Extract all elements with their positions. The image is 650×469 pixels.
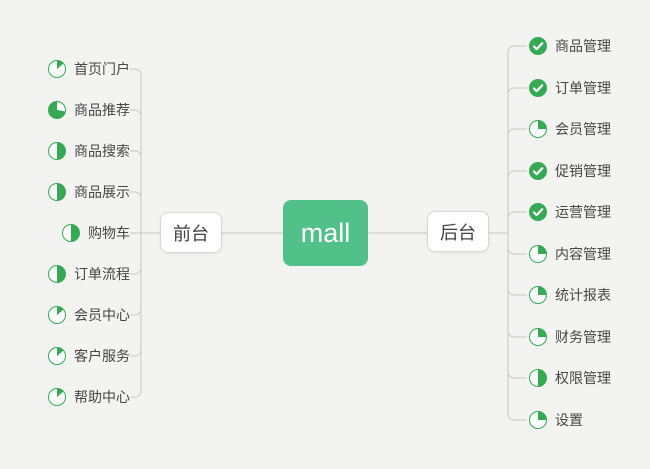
topic-item-left-3[interactable]: 商品展示 — [48, 180, 130, 204]
progress-1-2-icon — [48, 183, 66, 201]
progress-1-4-icon — [529, 328, 547, 346]
progress-1-4-icon — [529, 245, 547, 263]
topic-item-right-7[interactable]: 财务管理 — [529, 325, 611, 349]
topic-item-right-5[interactable]: 内容管理 — [529, 242, 611, 266]
topic-label: 统计报表 — [555, 287, 611, 303]
topic-label: 财务管理 — [555, 329, 611, 345]
central-topic-mall[interactable]: mall — [283, 200, 368, 266]
topic-item-right-2[interactable]: 会员管理 — [529, 117, 611, 141]
central-topic-label: mall — [300, 217, 351, 248]
topic-item-left-6[interactable]: 会员中心 — [48, 303, 130, 327]
topic-label: 设置 — [555, 412, 583, 428]
progress-1-4-icon — [529, 411, 547, 429]
topic-label: 内容管理 — [555, 246, 611, 262]
topic-item-right-9[interactable]: 设置 — [529, 408, 583, 432]
topic-item-right-0[interactable]: 商品管理 — [529, 34, 611, 58]
progress-1-8-icon — [48, 388, 66, 406]
check-icon — [529, 203, 547, 221]
progress-1-8-icon — [48, 306, 66, 324]
progress-1-2-icon — [48, 142, 66, 160]
progress-3-4-icon — [48, 101, 66, 119]
topic-label: 帮助中心 — [74, 389, 130, 405]
topic-label: 首页门户 — [74, 61, 130, 77]
branch-label-frontend: 前台 — [173, 223, 209, 244]
topic-label: 购物车 — [88, 225, 130, 241]
topic-item-right-4[interactable]: 运营管理 — [529, 200, 611, 224]
topic-label: 会员中心 — [74, 307, 130, 323]
branch-label-backend: 后台 — [440, 222, 476, 243]
topic-label: 订单流程 — [74, 266, 130, 282]
check-icon — [529, 162, 547, 180]
progress-1-2-icon — [529, 369, 547, 387]
topic-item-left-5[interactable]: 订单流程 — [48, 262, 130, 286]
topic-item-left-7[interactable]: 客户服务 — [48, 344, 130, 368]
check-icon — [529, 79, 547, 97]
topic-item-left-2[interactable]: 商品搜索 — [48, 139, 130, 163]
topic-item-left-4[interactable]: 购物车 — [62, 221, 130, 245]
topic-item-right-3[interactable]: 促销管理 — [529, 159, 611, 183]
topic-item-left-1[interactable]: 商品推荐 — [48, 98, 130, 122]
progress-1-8-icon — [48, 60, 66, 78]
topic-item-left-0[interactable]: 首页门户 — [48, 57, 130, 81]
branch-node-backend[interactable]: 后台 — [427, 211, 489, 252]
check-icon — [529, 37, 547, 55]
topic-item-right-8[interactable]: 权限管理 — [529, 366, 611, 390]
progress-1-8-icon — [48, 347, 66, 365]
topic-label: 商品管理 — [555, 38, 611, 54]
progress-1-4-icon — [529, 286, 547, 304]
progress-1-2-icon — [62, 224, 80, 242]
topic-label: 会员管理 — [555, 121, 611, 137]
topic-item-right-6[interactable]: 统计报表 — [529, 283, 611, 307]
topic-item-right-1[interactable]: 订单管理 — [529, 76, 611, 100]
branch-node-frontend[interactable]: 前台 — [160, 212, 222, 253]
progress-1-4-icon — [529, 120, 547, 138]
topic-label: 权限管理 — [555, 370, 611, 386]
topic-item-left-8[interactable]: 帮助中心 — [48, 385, 130, 409]
topic-label: 促销管理 — [555, 163, 611, 179]
topic-label: 商品搜索 — [74, 143, 130, 159]
progress-1-2-icon — [48, 265, 66, 283]
topic-label: 订单管理 — [555, 80, 611, 96]
topic-label: 运营管理 — [555, 204, 611, 220]
topic-label: 商品推荐 — [74, 102, 130, 118]
topic-label: 客户服务 — [74, 348, 130, 364]
topic-label: 商品展示 — [74, 184, 130, 200]
